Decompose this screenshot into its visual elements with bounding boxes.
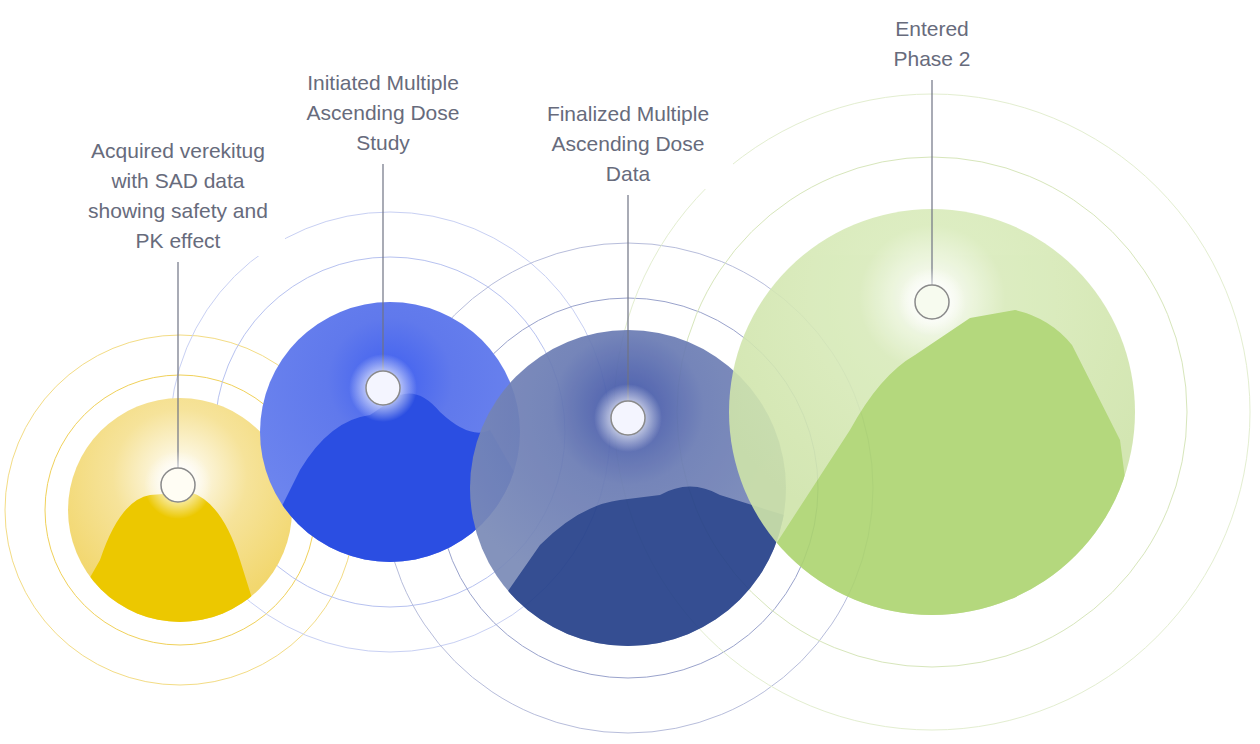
yellow-circle — [60, 398, 292, 630]
milestone-label: Finalized Multiple Ascending Dose Data — [523, 99, 733, 189]
green-circle — [720, 209, 1145, 630]
milestone-label: Acquired verekitug with SAD data showing… — [71, 136, 285, 256]
milestone-dots — [144, 268, 966, 519]
milestone-label: Initiated Multiple Ascending Dose Study — [285, 68, 481, 158]
milestone-label: Entered Phase 2 — [877, 14, 987, 74]
